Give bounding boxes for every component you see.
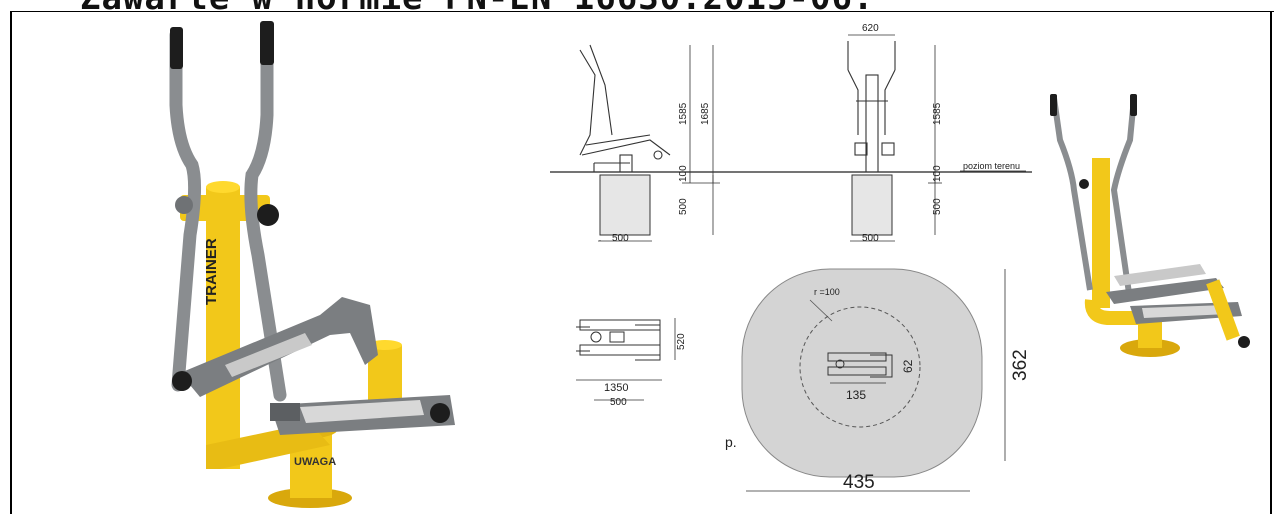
zone-equipment-outline	[827, 352, 893, 378]
top-dim-1350: 1350	[604, 382, 628, 394]
thumb-right-handle	[1110, 97, 1137, 301]
zone-radius-label: r =100	[814, 287, 840, 297]
elliptical-trainer-thumbnail	[1050, 94, 1250, 357]
side-dim-100: 100	[678, 165, 689, 182]
top-dim-520: 520	[676, 333, 687, 350]
ground-label: poziom terenu	[963, 161, 1020, 171]
zone-radius-circle	[799, 306, 921, 428]
front-dim-500-width: 500	[862, 233, 879, 244]
frame-right-border	[1270, 11, 1272, 514]
frame-left-border	[10, 11, 12, 514]
elliptical-trainer-image: UWAGA TRAINER	[169, 21, 455, 508]
front-dim-100: 100	[932, 165, 943, 182]
side-dim-1585: 1585	[678, 102, 689, 125]
zone-dim-135: 135	[846, 388, 866, 402]
frame-top-border	[10, 11, 1274, 12]
safety-zone	[741, 268, 983, 478]
thumb-left-handle	[1051, 97, 1093, 291]
zone-dim-362: 362	[1010, 349, 1031, 381]
side-dim-500-width: 500	[612, 233, 629, 244]
zone-cut-text: p.	[725, 434, 737, 450]
top-view-drawing	[576, 319, 661, 361]
front-view-drawing	[847, 41, 896, 173]
front-foundation	[851, 174, 893, 236]
zone-dim-435: 435	[843, 472, 875, 493]
front-dim-1585: 1585	[932, 102, 943, 125]
top-dim-500: 500	[610, 397, 627, 408]
front-dim-620: 620	[862, 23, 879, 34]
side-dim-1685: 1685	[700, 102, 711, 125]
zone-dim-62: 62	[901, 359, 915, 373]
right-handle-bar	[244, 38, 287, 402]
base-label: UWAGA	[294, 456, 336, 468]
technical-drawings: poziom terenu 1585 1685 100 500 500	[550, 23, 1032, 493]
left-handle-bar	[169, 28, 202, 392]
brand-label: TRAINER	[203, 238, 220, 305]
right-grip	[260, 21, 274, 65]
main-post	[206, 187, 240, 469]
thumb-post	[1092, 158, 1110, 308]
side-view-drawing	[579, 44, 671, 173]
side-foundation	[599, 174, 651, 236]
front-dim-500-depth: 500	[932, 198, 943, 215]
side-dim-500-depth: 500	[678, 198, 689, 215]
lower-beam	[206, 423, 330, 469]
left-grip	[170, 27, 183, 69]
